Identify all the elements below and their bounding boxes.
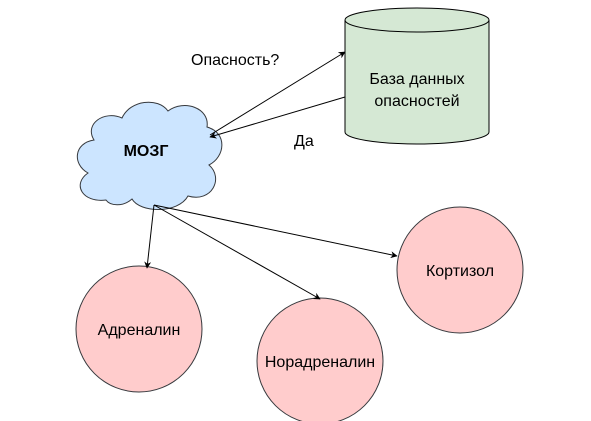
edge-brain-to-noradrenaline: [153, 204, 321, 300]
adrenaline-label: Адреналин: [98, 322, 181, 339]
edge-label-danger-query: Опасность?: [191, 52, 279, 69]
adrenaline-node[interactable]: Адреналин: [75, 265, 203, 393]
database-cylinder-top: [344, 7, 490, 33]
cortisol-circle: [396, 206, 524, 334]
database-label-line2: опасностей: [374, 93, 459, 110]
edge-database-to-brain: [209, 96, 346, 139]
adrenaline-circle: [75, 265, 203, 393]
brain-label: МОЗГ: [124, 143, 169, 160]
noradrenaline-node[interactable]: Норадреналин: [256, 297, 384, 421]
database-cylinder-body: [344, 20, 490, 145]
brain-node[interactable]: МОЗГ: [77, 101, 223, 210]
database-label-line1: База данных: [369, 71, 464, 88]
edge-brain-to-database: [209, 51, 346, 136]
edge-label-yes-answer: Да: [294, 133, 314, 150]
cortisol-node[interactable]: Кортизол: [396, 206, 524, 334]
noradrenaline-label: Норадреналин: [265, 354, 375, 371]
edge-brain-to-cortisol: [153, 204, 398, 259]
database-node[interactable]: База данных опасностей: [344, 7, 490, 145]
edge-brain-to-adrenaline: [144, 204, 155, 269]
cortisol-label: Кортизол: [426, 263, 494, 280]
